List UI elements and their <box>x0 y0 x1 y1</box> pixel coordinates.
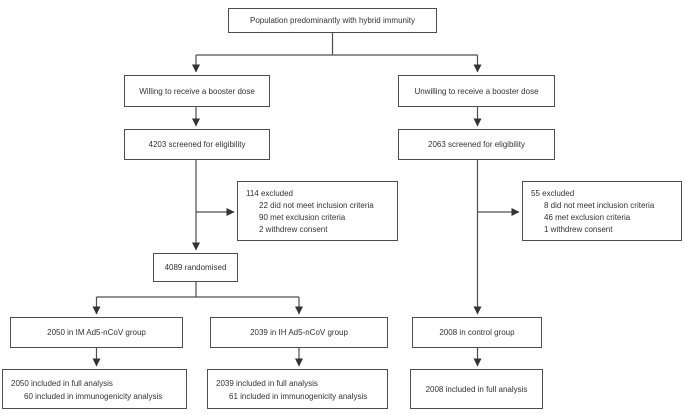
node-ih-group-label: 2039 in IH Ad5-nCoV group <box>250 328 348 337</box>
node-screened-unwilling: 2063 screened for eligibility <box>398 129 555 160</box>
node-excluded-unwilling: 55 excluded 8 did not meet inclusion cri… <box>522 181 682 241</box>
node-randomised: 4089 randomised <box>153 253 238 282</box>
node-screened-willing: 4203 screened for eligibility <box>124 129 270 160</box>
ih-analysis-line-1: 2039 included in full analysis <box>216 379 318 388</box>
node-ih-group: 2039 in IH Ad5-nCoV group <box>210 317 388 348</box>
node-screened-unwilling-label: 2063 screened for eligibility <box>428 140 525 149</box>
excluded-willing-reason-2: 90 met exclusion criteria <box>259 213 346 222</box>
node-randomised-label: 4089 randomised <box>164 263 227 272</box>
node-control-group: 2008 in control group <box>412 317 542 348</box>
node-control-analysis-label: 2008 included in full analysis <box>425 384 528 394</box>
node-unwilling: Unwilling to receive a booster dose <box>398 75 555 107</box>
node-im-group-label: 2050 in IM Ad5-nCoV group <box>47 328 146 337</box>
excluded-unwilling-reason-3: 1 withdrew consent <box>544 225 613 234</box>
node-unwilling-label: Unwilling to receive a booster dose <box>414 86 539 96</box>
node-control-analysis: 2008 included in full analysis <box>410 369 543 409</box>
node-control-group-label: 2008 in control group <box>439 328 515 337</box>
ih-analysis-line-2: 61 included in immunogenicity analysis <box>229 392 368 401</box>
excluded-unwilling-reason-2: 46 met exclusion criteria <box>544 213 631 222</box>
node-im-group: 2050 in IM Ad5-nCoV group <box>10 317 183 348</box>
im-analysis-line-2: 60 included in immunogenicity analysis <box>24 392 163 401</box>
excluded-willing-reason-3: 2 withdrew consent <box>259 225 328 234</box>
node-ih-analysis: 2039 included in full analysis 61 includ… <box>207 369 388 409</box>
excluded-willing-total: 114 excluded <box>246 189 293 198</box>
node-population-label: Population predominantly with hybrid imm… <box>250 16 415 25</box>
node-population: Population predominantly with hybrid imm… <box>228 8 437 33</box>
excluded-willing-reason-1: 22 did not meet inclusion criteria <box>259 201 374 210</box>
excluded-unwilling-reason-1: 8 did not meet inclusion criteria <box>544 201 655 210</box>
node-im-analysis: 2050 included in full analysis 60 includ… <box>2 369 187 409</box>
node-screened-willing-label: 4203 screened for eligibility <box>148 140 246 149</box>
excluded-unwilling-total: 55 excluded <box>531 189 575 198</box>
im-analysis-line-1: 2050 included in full analysis <box>11 379 113 388</box>
node-willing: Willing to receive a booster dose <box>124 75 270 107</box>
node-willing-label: Willing to receive a booster dose <box>139 86 255 96</box>
node-excluded-willing: 114 excluded 22 did not meet inclusion c… <box>237 181 398 241</box>
